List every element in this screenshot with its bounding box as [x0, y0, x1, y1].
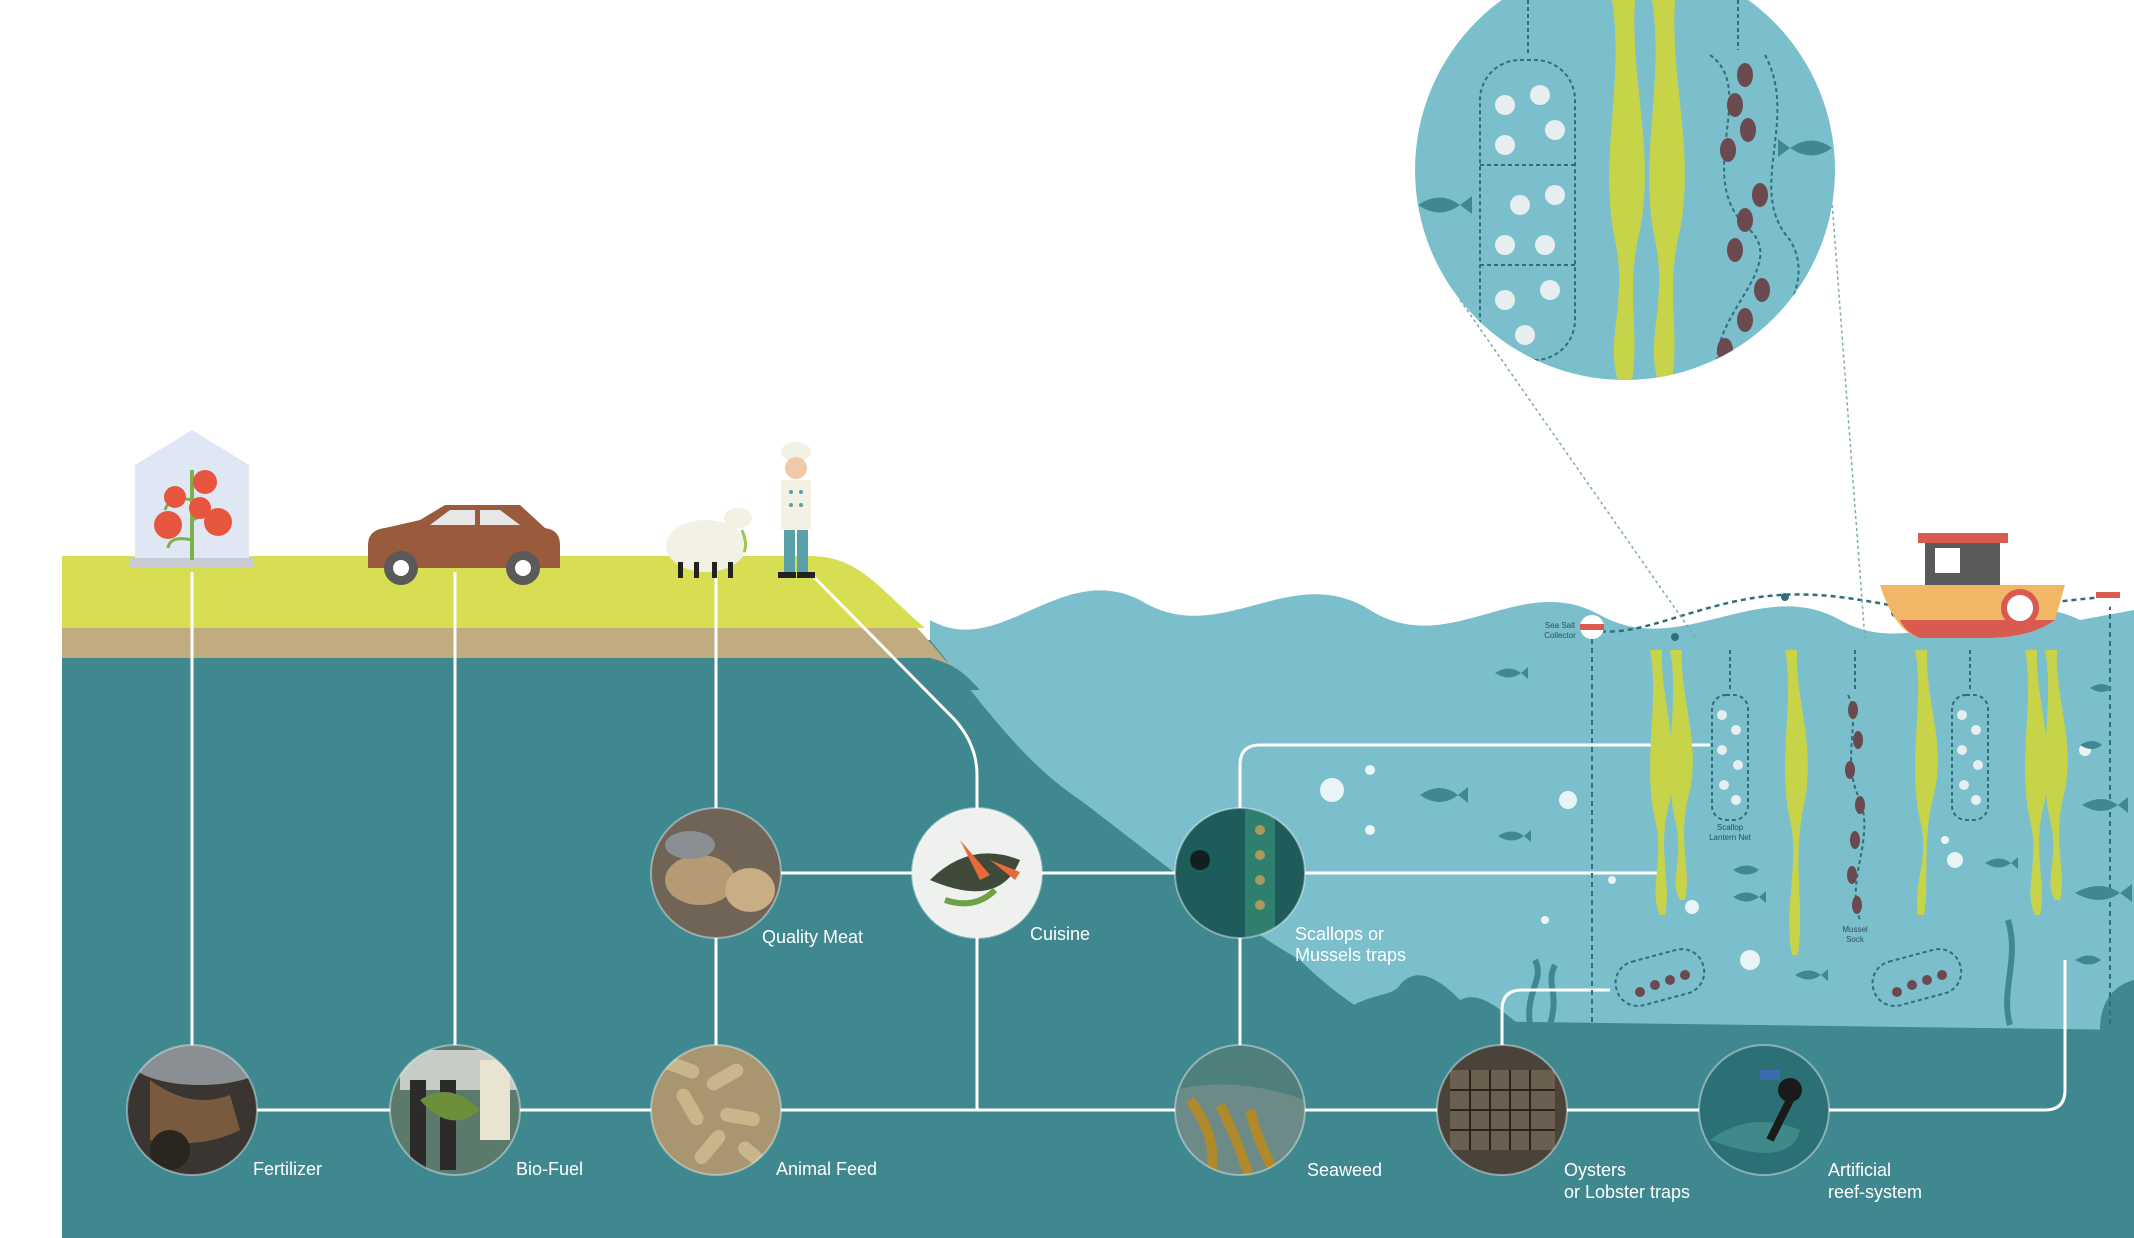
deep-sea-cap	[62, 658, 980, 690]
sea-salt-collector-label: Sea Salt	[1545, 621, 1576, 630]
zoom-callout	[1415, 0, 1865, 640]
fertilizer-label: Fertilizer	[253, 1158, 322, 1180]
scallop-lantern-net-label: Scallop	[1717, 823, 1744, 832]
oysters-label: Oysters	[1564, 1159, 1626, 1181]
scallops-label: Scallops or	[1295, 923, 1384, 945]
reef-label-line2: reef-system	[1828, 1181, 1922, 1203]
reef-label: Artificial	[1828, 1159, 1891, 1181]
oysters-label-line2: or Lobster traps	[1564, 1181, 1690, 1203]
seaweed-label: Seaweed	[1307, 1159, 1382, 1181]
sea-salt-collector-label-line2: Collector	[1544, 631, 1576, 640]
mussel-sock-label-line2: Sock	[1846, 935, 1865, 944]
mussel-sock-label: Mussel	[1842, 925, 1868, 934]
greenhouse-tomato-icon	[130, 430, 254, 568]
scallops-label-line2: Mussels traps	[1295, 944, 1406, 966]
boat-icon	[1880, 533, 2065, 638]
quality-meat-label: Quality Meat	[762, 926, 863, 948]
scallop-lantern-net-label-line2: Lantern Net	[1709, 833, 1752, 842]
cuisine-label: Cuisine	[1030, 923, 1090, 945]
biofuel-label: Bio-Fuel	[516, 1158, 583, 1180]
animal-feed-label: Animal Feed	[776, 1158, 877, 1180]
